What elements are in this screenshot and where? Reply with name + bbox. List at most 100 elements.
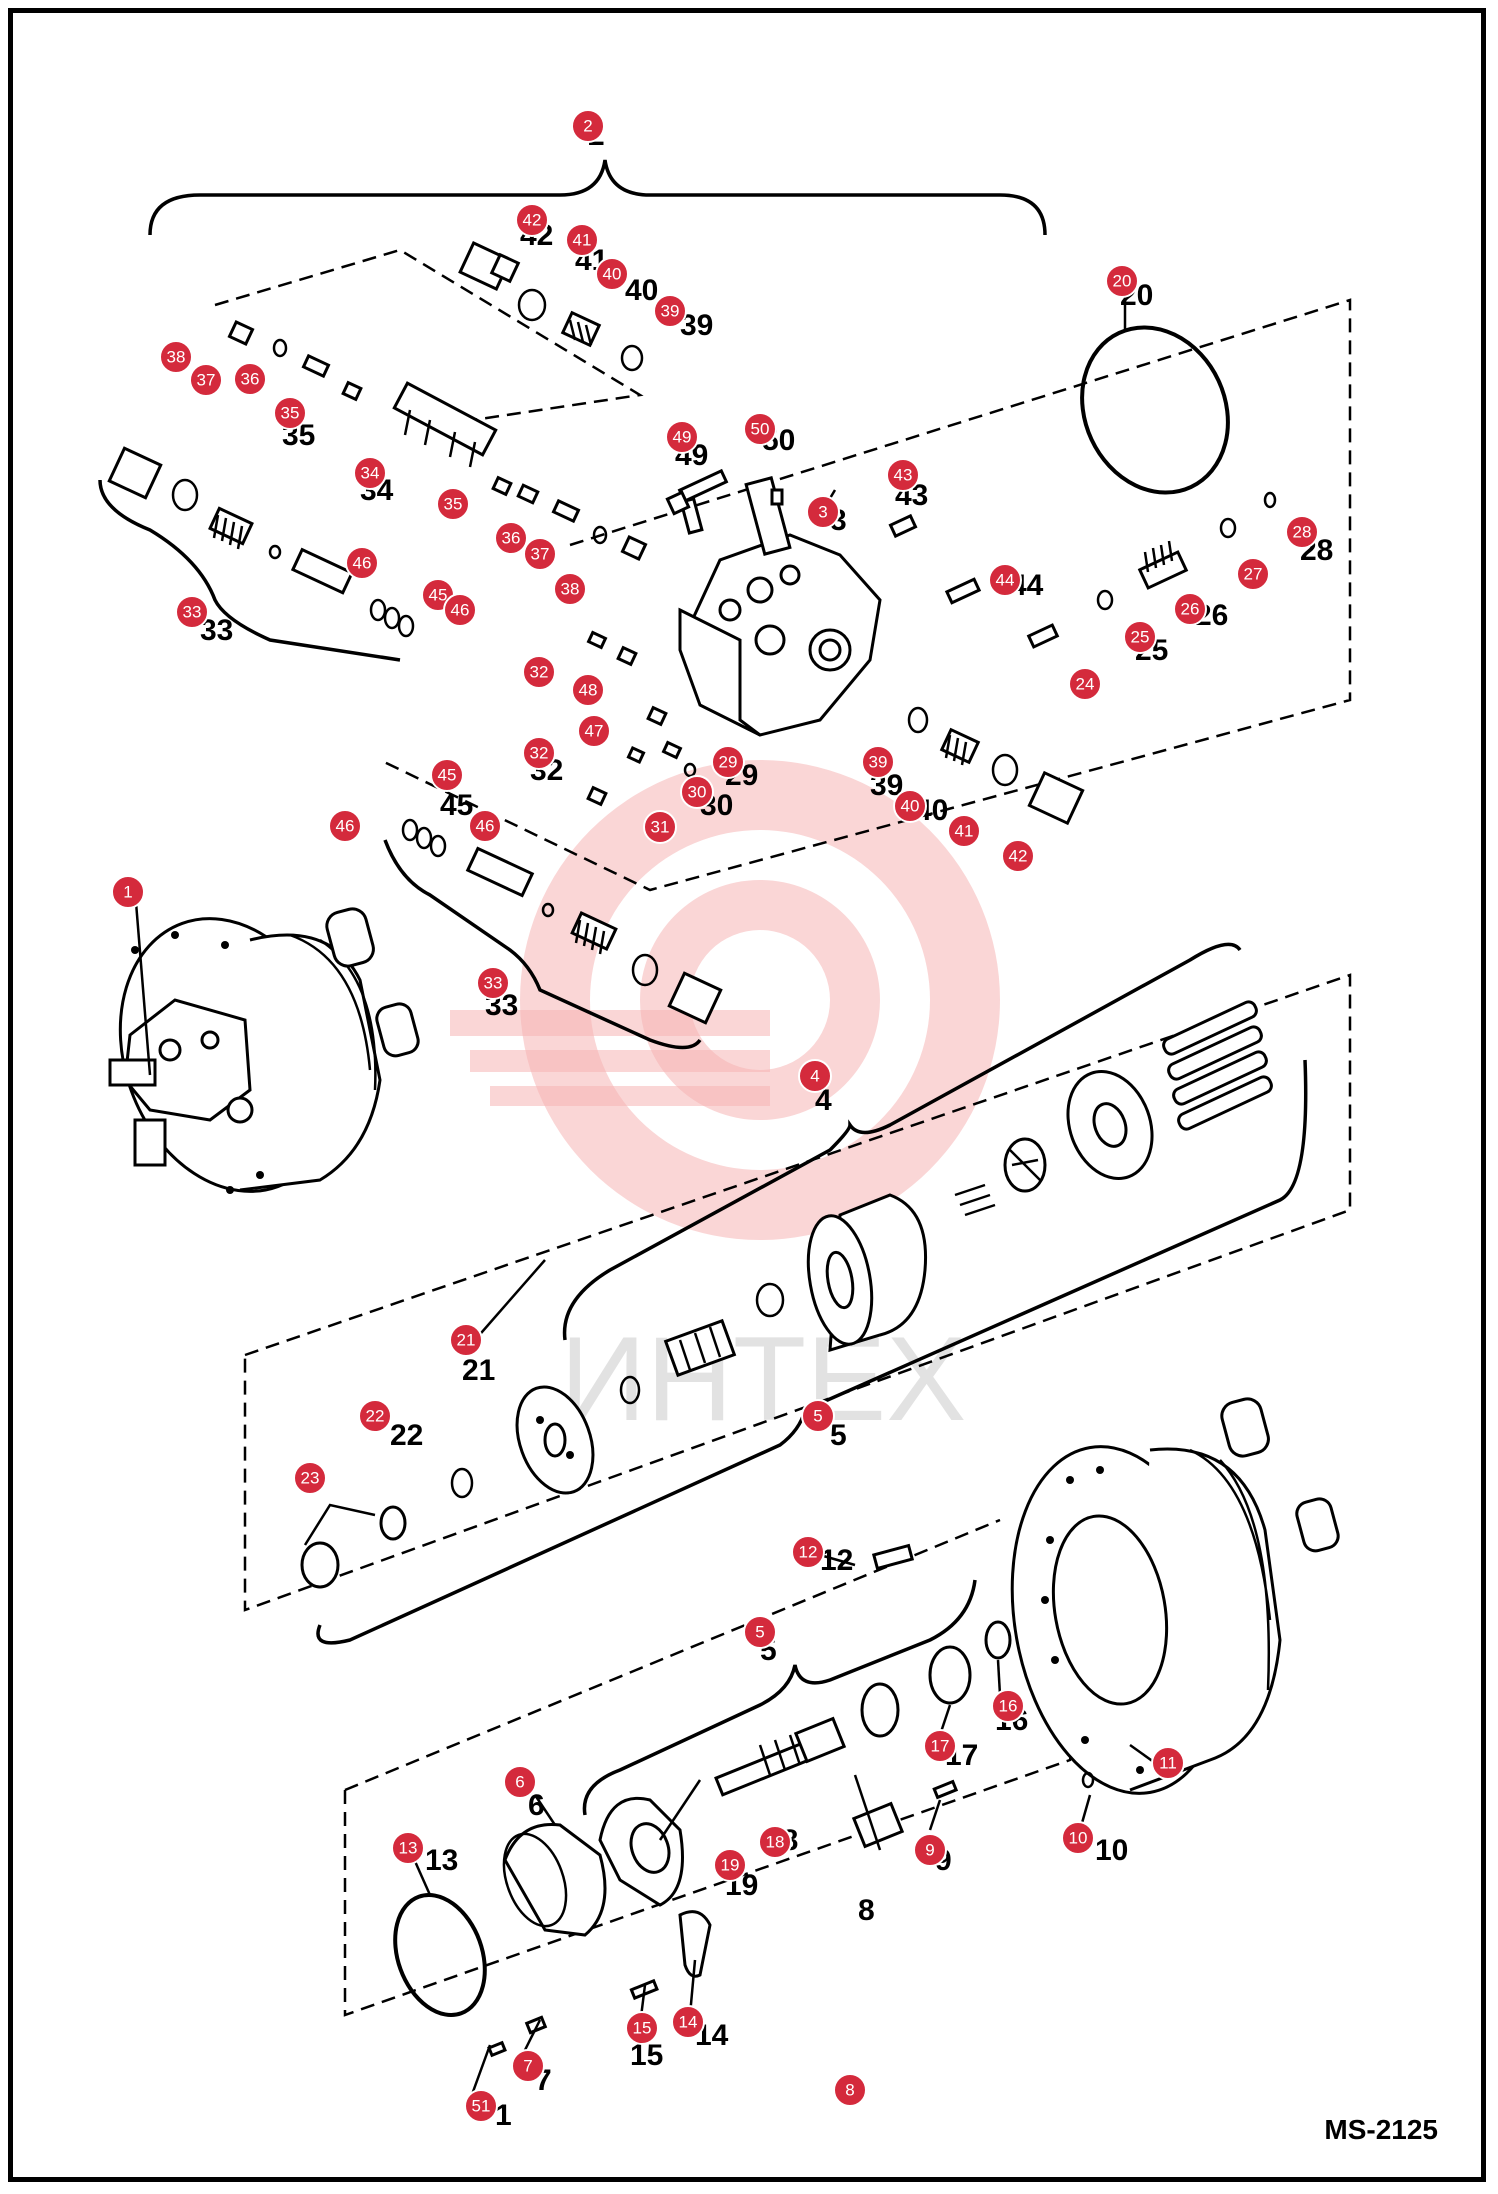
pin-44 xyxy=(944,577,982,605)
callout-number: 50 xyxy=(751,420,770,439)
callout-badge-18: 18 xyxy=(758,1825,792,1859)
callout-badge-28: 28 xyxy=(1285,515,1319,549)
callout-badge-46: 46 xyxy=(345,546,379,580)
carrier-19 xyxy=(598,1796,684,1907)
callout-badge-39: 39 xyxy=(861,745,895,779)
label-8: 8 xyxy=(858,1894,875,1927)
callout-number: 45 xyxy=(438,766,457,785)
callout-number: 44 xyxy=(996,571,1015,590)
callout-badge-44: 44 xyxy=(988,563,1022,597)
callout-badges: 1234556789101112131415161718192021222324… xyxy=(111,109,1319,2123)
callout-number: 43 xyxy=(894,466,913,485)
label-15: 15 xyxy=(630,2039,663,2072)
label-40: 40 xyxy=(625,274,658,307)
pin-43 xyxy=(888,513,918,539)
callout-badge-22: 22 xyxy=(358,1399,392,1433)
relief-valve-33-lower xyxy=(401,818,723,1025)
callout-number: 8 xyxy=(845,2081,854,2100)
label-13: 13 xyxy=(425,1844,458,1877)
callout-number: 13 xyxy=(399,1839,418,1858)
ring xyxy=(619,1375,641,1405)
large-oring-20 xyxy=(1080,325,1230,495)
callout-number: 5 xyxy=(813,1407,822,1426)
callout-number: 39 xyxy=(661,302,680,321)
callout-number: 5 xyxy=(755,1623,764,1642)
piston-set xyxy=(1162,1000,1273,1131)
dashed-box-valve-upper xyxy=(214,248,644,427)
callout-number: 36 xyxy=(241,370,260,389)
callout-number: 46 xyxy=(353,554,372,573)
callout-badge-31: 31 xyxy=(643,810,677,844)
callout-number: 49 xyxy=(673,428,692,447)
callout-number: 46 xyxy=(336,817,355,836)
callout-number: 38 xyxy=(167,348,186,367)
callout-badge-49: 49 xyxy=(665,420,699,454)
callout-number: 20 xyxy=(1113,272,1132,291)
swash-plate-21 xyxy=(515,1385,595,1495)
watermark-text: ИНТЕХ xyxy=(560,1312,966,1446)
callout-badge-15: 15 xyxy=(625,2011,659,2045)
callout-number: 22 xyxy=(366,1407,385,1426)
ring-gear-6 xyxy=(502,1822,607,1937)
relief-valve-33-left xyxy=(107,446,415,638)
snap-ring-13 xyxy=(393,1892,487,2018)
callout-badge-35: 35 xyxy=(436,487,470,521)
planet-gear-8 xyxy=(851,1801,905,1849)
washer xyxy=(755,1282,785,1318)
callout-number: 46 xyxy=(476,817,495,836)
callout-badge-42: 42 xyxy=(515,203,549,237)
callout-badge-4: 4 xyxy=(798,1059,832,1093)
label-22: 22 xyxy=(390,1419,423,1452)
callout-badge-50: 50 xyxy=(743,412,777,446)
callout-number: 32 xyxy=(530,663,549,682)
callout-number: 6 xyxy=(515,1773,524,1792)
callout-badge-2: 2 xyxy=(571,109,605,143)
callout-badge-24: 24 xyxy=(1068,667,1102,701)
callout-number: 41 xyxy=(955,822,974,841)
oring-41-top xyxy=(517,288,547,322)
callout-badge-39: 39 xyxy=(653,294,687,328)
callout-badge-30: 30 xyxy=(680,775,714,809)
cylinder-block-5 xyxy=(806,1193,928,1353)
brace-group-4 xyxy=(562,942,1242,1341)
callout-number: 34 xyxy=(361,464,380,483)
callout-number: 21 xyxy=(457,1331,476,1350)
callout-number: 38 xyxy=(561,580,580,599)
callout-badge-47: 47 xyxy=(577,714,611,748)
callout-badge-14: 14 xyxy=(671,2005,705,2039)
brace-group-33-left xyxy=(98,479,401,662)
spherical-bushing xyxy=(1003,1137,1047,1193)
callout-badge-34: 34 xyxy=(353,456,387,490)
callout-number: 12 xyxy=(799,1543,818,1562)
retainer-plate xyxy=(1066,1070,1154,1180)
callout-number: 9 xyxy=(925,1841,934,1860)
callout-badge-43: 43 xyxy=(886,458,920,492)
label-45: 45 xyxy=(440,789,473,822)
callout-number: 29 xyxy=(719,753,738,772)
watermark-logo xyxy=(450,760,1000,1240)
callout-badge-27: 27 xyxy=(1236,557,1270,591)
spool-assembly-upper xyxy=(227,319,648,562)
callout-badge-40: 40 xyxy=(893,789,927,823)
callout-number: 11 xyxy=(1159,1754,1177,1773)
callout-badge-42: 42 xyxy=(1001,839,1035,873)
callout-number: 37 xyxy=(531,545,550,564)
callout-badge-5: 5 xyxy=(743,1615,777,1649)
callout-badge-20: 20 xyxy=(1105,264,1139,298)
callout-number: 33 xyxy=(484,974,503,993)
spring xyxy=(663,1318,737,1378)
seal-16 xyxy=(984,1620,1012,1660)
callout-badge-41: 41 xyxy=(565,223,599,257)
pin-9 xyxy=(932,1779,959,1800)
callout-badge-26: 26 xyxy=(1173,592,1207,626)
callout-number: 27 xyxy=(1244,565,1263,584)
callout-badge-32: 32 xyxy=(522,736,556,770)
label-12: 12 xyxy=(820,1544,853,1577)
callout-number: 31 xyxy=(651,818,670,837)
callout-badge-33: 33 xyxy=(476,966,510,1000)
callout-number: 30 xyxy=(688,783,707,802)
callout-badge-6: 6 xyxy=(503,1765,537,1799)
callout-number: 24 xyxy=(1076,675,1095,694)
shaft-18 xyxy=(714,1716,847,1797)
right-lower-plug-parts xyxy=(907,706,1085,826)
